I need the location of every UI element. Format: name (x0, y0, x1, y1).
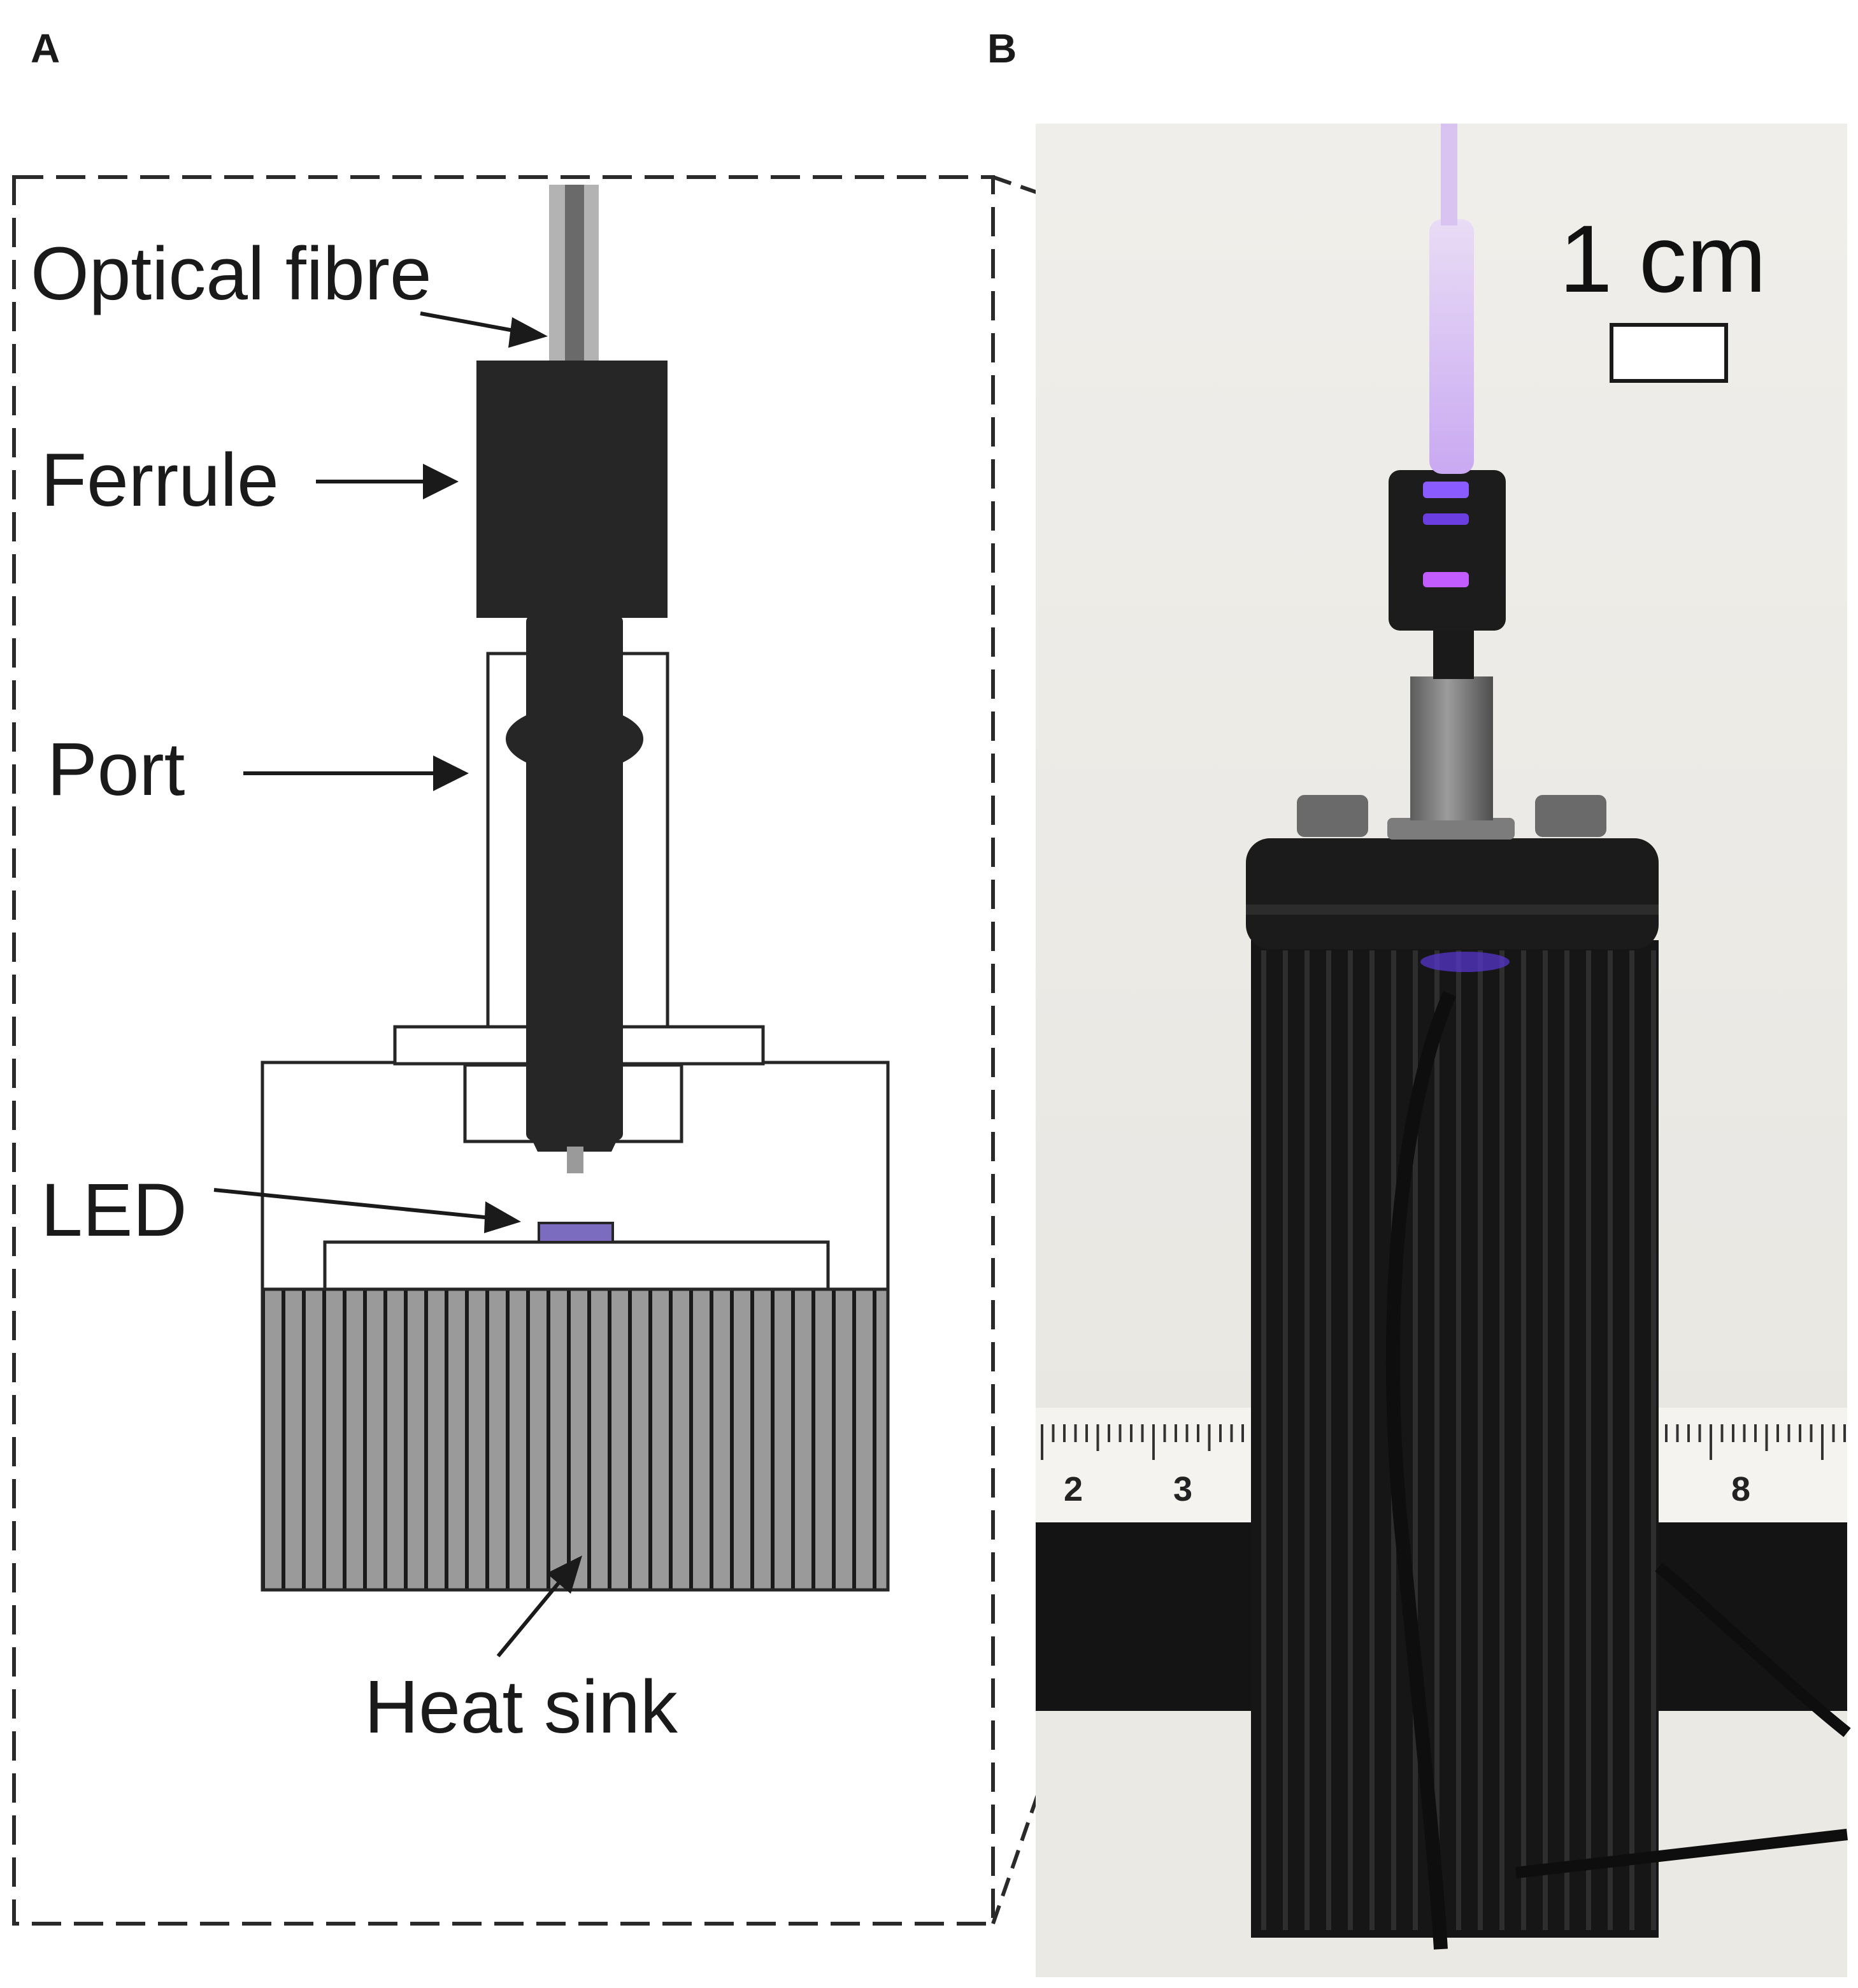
scale-bar (1610, 323, 1728, 383)
ferrule-shape (476, 361, 668, 618)
panel-a-letter: A (31, 25, 60, 71)
ruler-number-8: 8 (1731, 1470, 1750, 1508)
heat-sink-shape (261, 1287, 890, 1592)
label-ferrule: Ferrule (41, 438, 279, 522)
label-arrows (213, 311, 582, 1657)
ruler-number-3: 3 (1173, 1470, 1192, 1508)
label-led: LED (41, 1168, 187, 1252)
scale-bar-label: 1 cm (1559, 205, 1766, 312)
label-port: Port (47, 727, 185, 812)
ruler-number-2: 2 (1064, 1470, 1083, 1508)
led-shape (538, 1222, 614, 1243)
panel-a-dashed-frame (12, 175, 995, 1926)
ferrule-stem-shape (506, 615, 643, 1173)
label-heat-sink: Heat sink (364, 1665, 678, 1749)
device-photo: 2 3 8 (1036, 124, 1851, 1977)
label-optical-fibre: Optical fibre (31, 232, 432, 316)
panel-b-letter: B (987, 25, 1017, 71)
optical-fibre-shape (549, 185, 599, 363)
